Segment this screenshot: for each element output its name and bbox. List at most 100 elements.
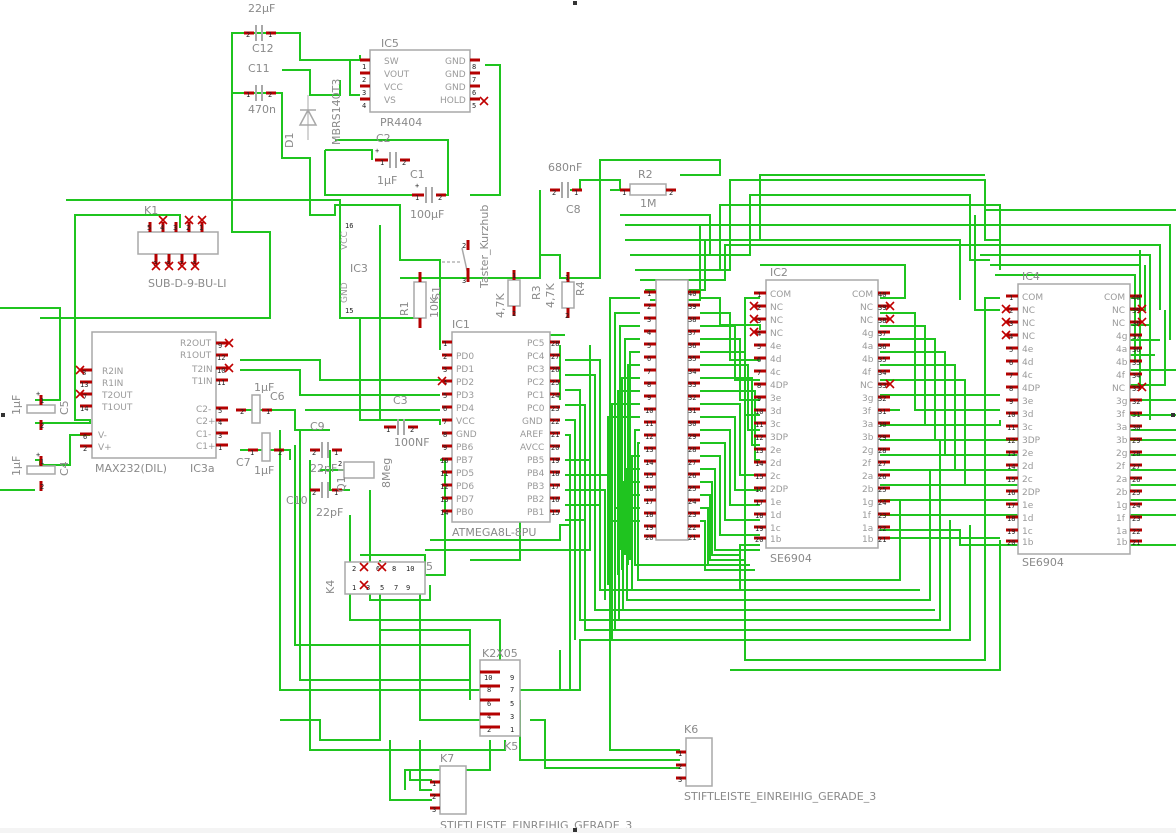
svg-text:1f: 1f <box>862 511 872 521</box>
svg-text:PC4: PC4 <box>527 352 545 362</box>
ic4-part: SE6904 <box>1022 556 1064 569</box>
svg-text:1d: 1d <box>1022 514 1033 524</box>
svg-text:V-: V- <box>98 431 107 441</box>
svg-text:18: 18 <box>755 512 763 520</box>
svg-text:6: 6 <box>487 700 491 708</box>
c1-label: C1 <box>410 168 425 181</box>
svg-text:4DP: 4DP <box>770 381 789 391</box>
ic2-part: SE6904 <box>770 552 812 565</box>
svg-text:3e: 3e <box>1022 397 1034 407</box>
max232-driver: MAX232(DIL) IC3a R2IN R1IN T2OUT T1OUT V… <box>75 331 234 475</box>
svg-text:16: 16 <box>551 496 559 504</box>
k6-part: STIFTLEISTE_EINREIHIG_GERADE_3 <box>684 790 876 803</box>
svg-text:38: 38 <box>878 317 886 325</box>
svg-text:6: 6 <box>83 433 87 441</box>
ic2-display: IC2 SE6904 COM NC NC NC 4e 4d 4c 4DP 3e … <box>749 266 895 565</box>
svg-text:22: 22 <box>688 524 696 532</box>
ic5-pin-gnd1: GND <box>445 57 466 67</box>
svg-text:36: 36 <box>878 343 886 351</box>
svg-text:2: 2 <box>487 726 491 734</box>
svg-text:4c: 4c <box>770 368 781 378</box>
resistor-r3: 12 R3 4,7K <box>494 270 543 318</box>
svg-text:25: 25 <box>688 485 696 493</box>
svg-text:21: 21 <box>688 534 696 542</box>
svg-text:27: 27 <box>878 460 886 468</box>
svg-text:29: 29 <box>878 434 886 442</box>
svg-text:1: 1 <box>218 444 222 452</box>
svg-text:2: 2 <box>83 445 87 453</box>
svg-text:36: 36 <box>688 342 696 350</box>
c5-label: C5 <box>58 400 71 415</box>
svg-text:16: 16 <box>345 222 353 230</box>
svg-text:1: 1 <box>512 272 516 280</box>
svg-text:1: 1 <box>380 159 384 167</box>
svg-text:27: 27 <box>1132 463 1140 471</box>
svg-text:2g: 2g <box>862 446 873 456</box>
svg-text:1d: 1d <box>770 511 781 521</box>
svg-text:14: 14 <box>645 459 653 467</box>
svg-text:2: 2 <box>410 426 414 434</box>
svg-text:1: 1 <box>432 780 436 788</box>
k5-label: K5 <box>504 740 518 753</box>
svg-text:27: 27 <box>551 353 559 361</box>
svg-text:T1IN: T1IN <box>191 377 213 387</box>
svg-text:2: 2 <box>240 408 244 416</box>
svg-text:2: 2 <box>362 76 366 84</box>
c9-value: 22pF <box>310 462 337 475</box>
svg-text:2: 2 <box>40 483 44 491</box>
ic5-pin-vcc: VCC <box>384 83 403 93</box>
svg-text:21: 21 <box>1132 539 1140 547</box>
svg-text:2f: 2f <box>862 459 872 469</box>
svg-text:4b: 4b <box>862 355 874 365</box>
svg-text:18: 18 <box>645 511 653 519</box>
svg-text:8: 8 <box>443 431 447 439</box>
svg-text:3d: 3d <box>1022 410 1033 420</box>
ic5-regulator: IC5 PR4404 SW VOUT VCC VS GND GND GND HO… <box>360 37 489 129</box>
svg-text:6: 6 <box>757 356 761 364</box>
svg-text:3: 3 <box>647 316 651 324</box>
svg-text:4: 4 <box>757 330 761 338</box>
svg-text:25: 25 <box>1132 489 1140 497</box>
svg-text:2c: 2c <box>770 472 781 482</box>
svg-text:12: 12 <box>1007 437 1015 445</box>
svg-text:COM: COM <box>770 290 791 300</box>
svg-text:2: 2 <box>669 189 673 197</box>
svg-text:C1-: C1- <box>196 430 211 440</box>
svg-text:39: 39 <box>878 304 886 312</box>
svg-text:32: 32 <box>878 395 886 403</box>
ic5-pin-vout: VOUT <box>384 70 410 80</box>
q1-label: Q1 <box>335 476 348 492</box>
svg-text:2: 2 <box>678 763 682 771</box>
svg-text:22: 22 <box>551 418 559 426</box>
svg-text:1g: 1g <box>862 498 873 508</box>
svg-text:2b: 2b <box>862 485 874 495</box>
svg-text:40: 40 <box>688 290 696 298</box>
svg-text:12: 12 <box>440 483 448 491</box>
svg-text:PD0: PD0 <box>456 352 474 362</box>
svg-text:2f: 2f <box>1116 462 1126 472</box>
svg-text:PC3: PC3 <box>527 365 544 375</box>
pushbutton-s1: 23 Taster_Kurzhub S1 <box>430 205 491 300</box>
svg-text:10: 10 <box>755 408 763 416</box>
svg-text:14: 14 <box>1007 463 1015 471</box>
svg-text:19: 19 <box>1007 528 1015 536</box>
svg-text:10: 10 <box>645 407 653 415</box>
svg-text:2d: 2d <box>1022 462 1033 472</box>
svg-text:23: 23 <box>1132 515 1140 523</box>
svg-text:R1OUT: R1OUT <box>180 351 212 361</box>
svg-text:3: 3 <box>173 224 177 232</box>
svg-text:37: 37 <box>878 330 886 338</box>
svg-text:12: 12 <box>755 434 763 442</box>
svg-text:5: 5 <box>472 102 476 110</box>
svg-text:1: 1 <box>199 224 203 232</box>
svg-text:1b: 1b <box>862 535 874 545</box>
ic2-label: IC2 <box>770 266 788 279</box>
svg-text:2: 2 <box>278 449 282 457</box>
svg-text:1: 1 <box>334 489 338 497</box>
svg-text:6: 6 <box>1009 359 1013 367</box>
svg-text:PB0: PB0 <box>456 508 474 518</box>
k4-index: 5 <box>426 560 433 573</box>
svg-text:1: 1 <box>678 750 682 758</box>
